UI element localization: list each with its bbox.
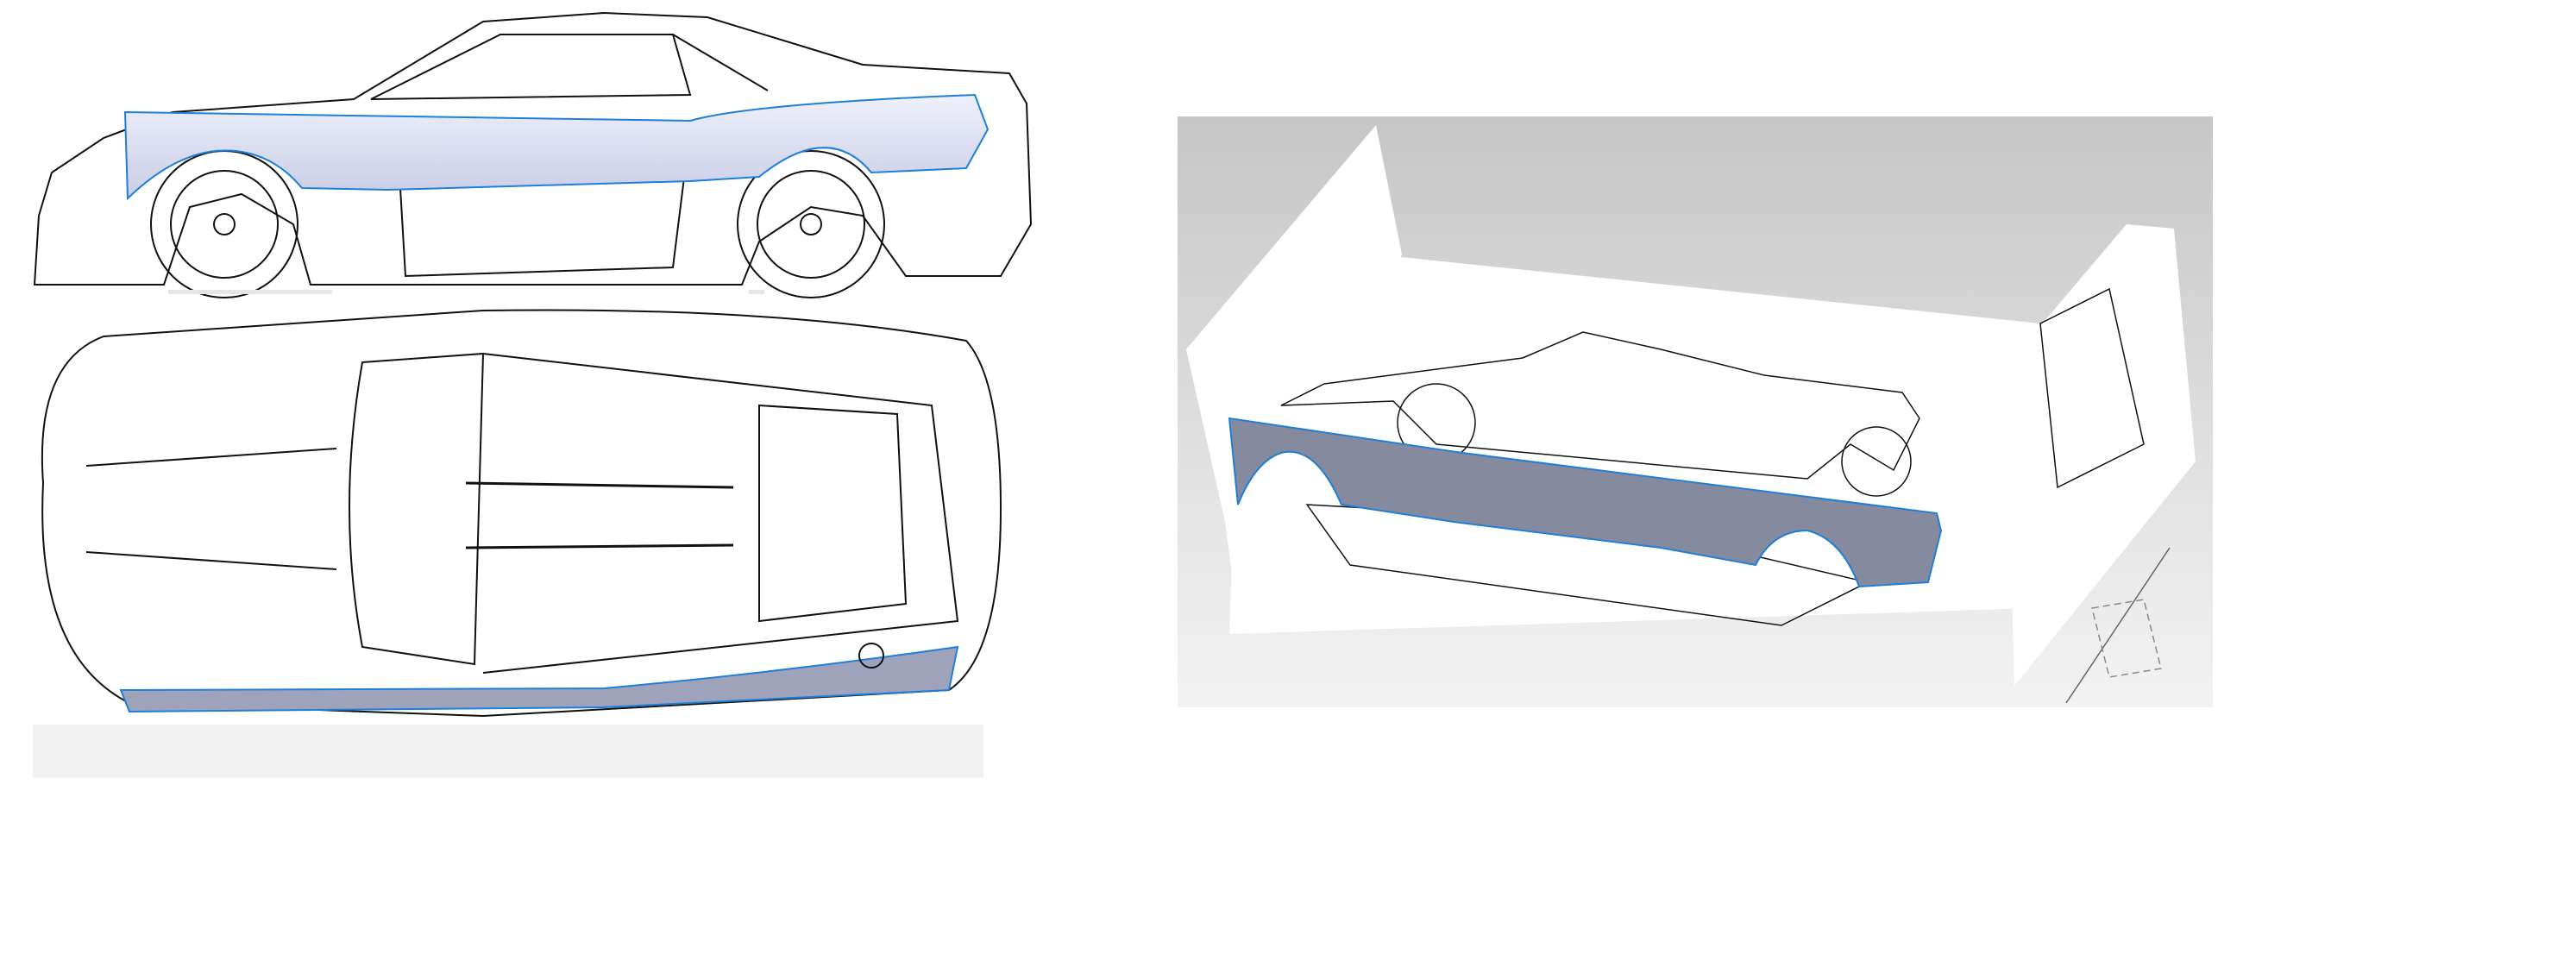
front-wheel	[150, 150, 298, 298]
top-view-car	[41, 309, 1002, 718]
blueprint-drawings	[33, 11, 1033, 718]
side-view-car	[33, 11, 1033, 298]
3d-viewport[interactable]	[1178, 116, 2213, 707]
drawing-footer-band	[33, 725, 983, 778]
rear-wheel	[737, 150, 885, 298]
3d-scene	[1186, 125, 2196, 704]
rear-projection-plane	[2006, 224, 2196, 686]
side-panel-surface	[123, 93, 990, 201]
projected-side-panel	[1228, 417, 1943, 588]
